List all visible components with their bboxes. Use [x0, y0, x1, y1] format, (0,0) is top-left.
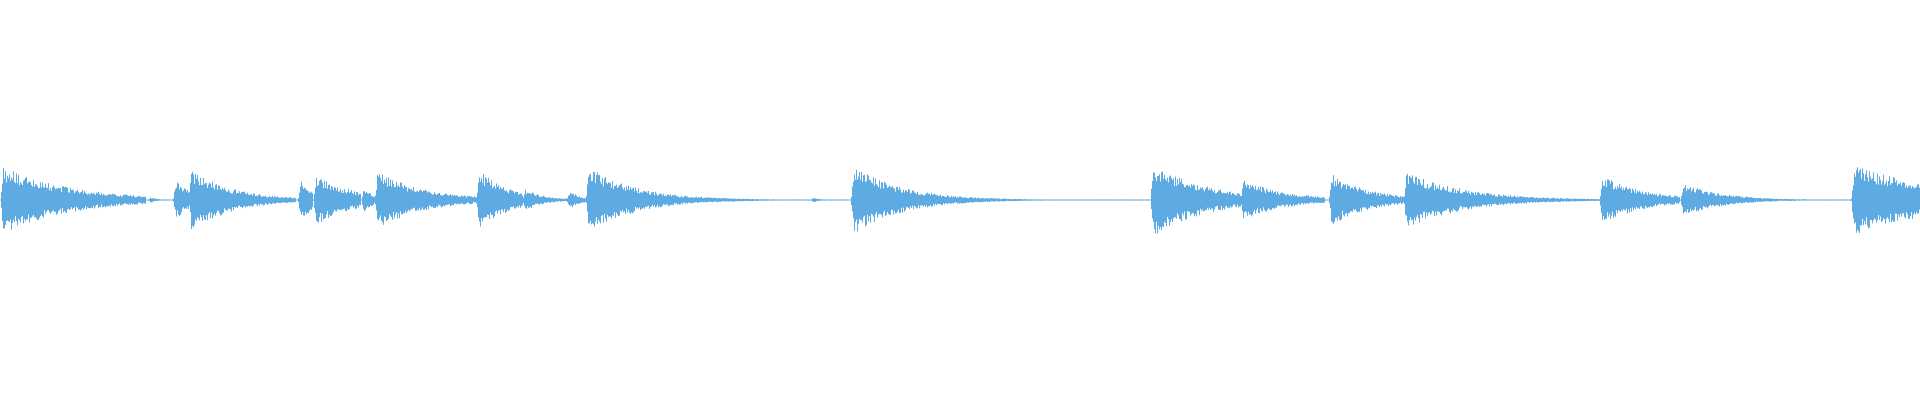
waveform-columns [0, 167, 1920, 234]
waveform-amplitude-path [0, 167, 1920, 234]
